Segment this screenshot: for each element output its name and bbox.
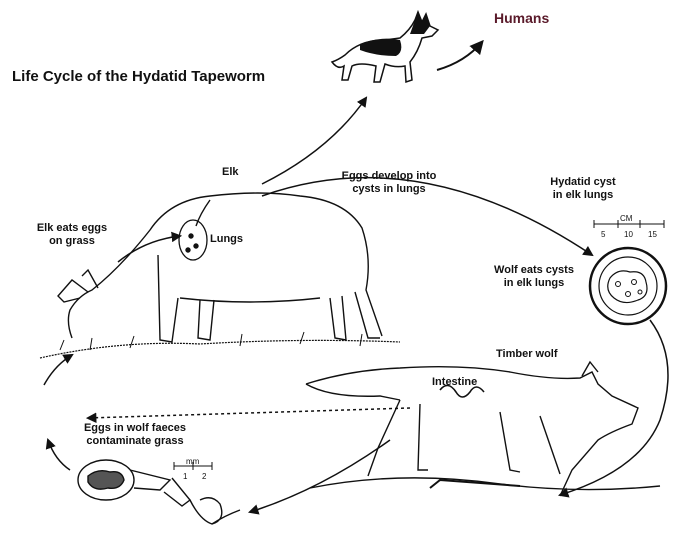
- mm-scale-unit: mm: [186, 455, 199, 468]
- mm-scale-tick-2: 2: [202, 470, 206, 483]
- arrow-eggs-to-lungs: [118, 236, 180, 262]
- grass-strip: [40, 340, 400, 358]
- cm-scale-unit: CM: [620, 212, 632, 225]
- lungs-label: Lungs: [210, 233, 243, 246]
- cm-scale-tick-15: 15: [648, 228, 657, 241]
- arrow-faeces-to-grass: [48, 440, 70, 470]
- mm-scale-tick-1: 1: [183, 470, 187, 483]
- elk-lungs: [179, 220, 207, 260]
- hydatid-cyst-icon: [590, 248, 666, 324]
- diagram-title: Life Cycle of the Hydatid Tapeworm: [12, 68, 265, 86]
- cm-scale-tick-5: 5: [601, 228, 605, 241]
- hydatid-cyst-line-1: Hydatid cyst: [528, 176, 638, 189]
- arrow-cyst-to-wolf: [560, 320, 668, 495]
- eggs-in-faeces-line-2: contaminate grass: [68, 435, 202, 448]
- eggs-develop-line-2: cysts in lungs: [324, 183, 454, 196]
- cm-scale-tick-10: 10: [624, 228, 633, 241]
- intestine-label: Intestine: [432, 376, 477, 389]
- elk-icon: [58, 193, 382, 342]
- eggs-in-faeces-line-1: Eggs in wolf faeces: [68, 422, 202, 435]
- hydatid-cyst-line-2: in elk lungs: [528, 189, 638, 202]
- elk-label: Elk: [222, 166, 239, 179]
- wolf-eats-cysts-line-1: Wolf eats cysts: [484, 264, 584, 277]
- eggs-in-faeces-label: Eggs in wolf faeces contaminate grass: [68, 422, 202, 448]
- arrow-wolf-to-faeces: [88, 408, 410, 418]
- timber-wolf-label: Timber wolf: [496, 348, 558, 361]
- wolf-eats-cysts-line-2: in elk lungs: [484, 277, 584, 290]
- tapeworm-icon: [78, 460, 240, 524]
- arrow-grass-to-elk: [44, 355, 72, 385]
- arrow-dog-to-humans: [437, 42, 482, 70]
- arrow-wolf-to-tapeworm: [250, 440, 390, 512]
- dog-icon: [332, 12, 438, 82]
- elk-eats-eggs-line-2: on grass: [20, 235, 124, 248]
- humans-label: Humans: [494, 12, 549, 25]
- wolf-eats-cysts-label: Wolf eats cysts in elk lungs: [484, 264, 584, 290]
- eggs-develop-line-1: Eggs develop into: [324, 170, 454, 183]
- hydatid-cyst-label: Hydatid cyst in elk lungs: [528, 176, 638, 202]
- elk-eats-eggs-label: Elk eats eggs on grass: [20, 222, 124, 248]
- eggs-develop-label: Eggs develop into cysts in lungs: [324, 170, 454, 196]
- elk-eats-eggs-line-1: Elk eats eggs: [20, 222, 124, 235]
